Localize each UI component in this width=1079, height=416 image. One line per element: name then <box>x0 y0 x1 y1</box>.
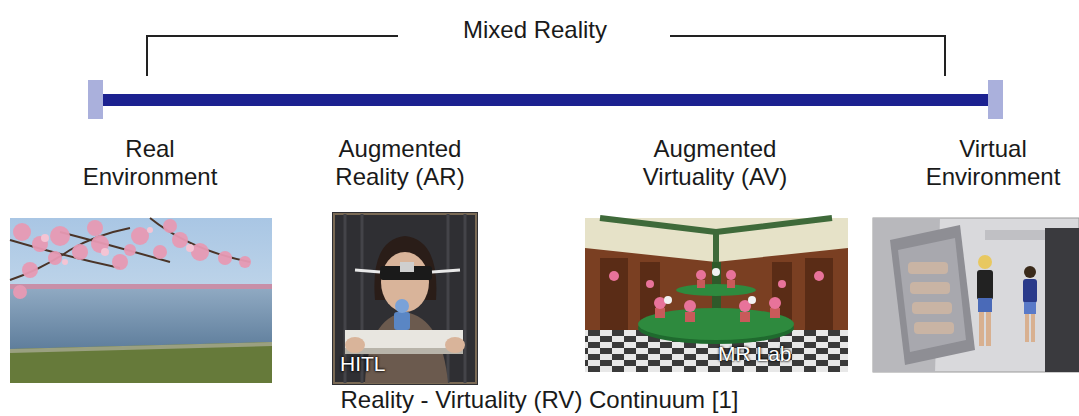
bar-endcap <box>988 80 1003 119</box>
figure <box>977 255 993 346</box>
category-label: Real Environment <box>70 135 230 190</box>
bar-endcap <box>88 80 103 119</box>
image-label: HITL <box>340 352 386 376</box>
ar-photo <box>332 212 478 385</box>
figure <box>1023 266 1037 342</box>
image-label: MR Lab <box>718 342 792 366</box>
category-label: Augmented Reality (AR) <box>310 135 490 190</box>
real-photo <box>10 218 272 383</box>
continuum-bar <box>96 94 996 106</box>
caption: Reality - Virtuality (RV) Continuum [1] <box>0 386 1079 414</box>
bracket-label: Mixed Reality <box>400 16 670 44</box>
category-label: Virtual Environment <box>912 135 1074 190</box>
ve-image <box>873 218 1079 372</box>
category-label: Augmented Virtuality (AV) <box>620 135 810 190</box>
av-image <box>585 218 848 372</box>
